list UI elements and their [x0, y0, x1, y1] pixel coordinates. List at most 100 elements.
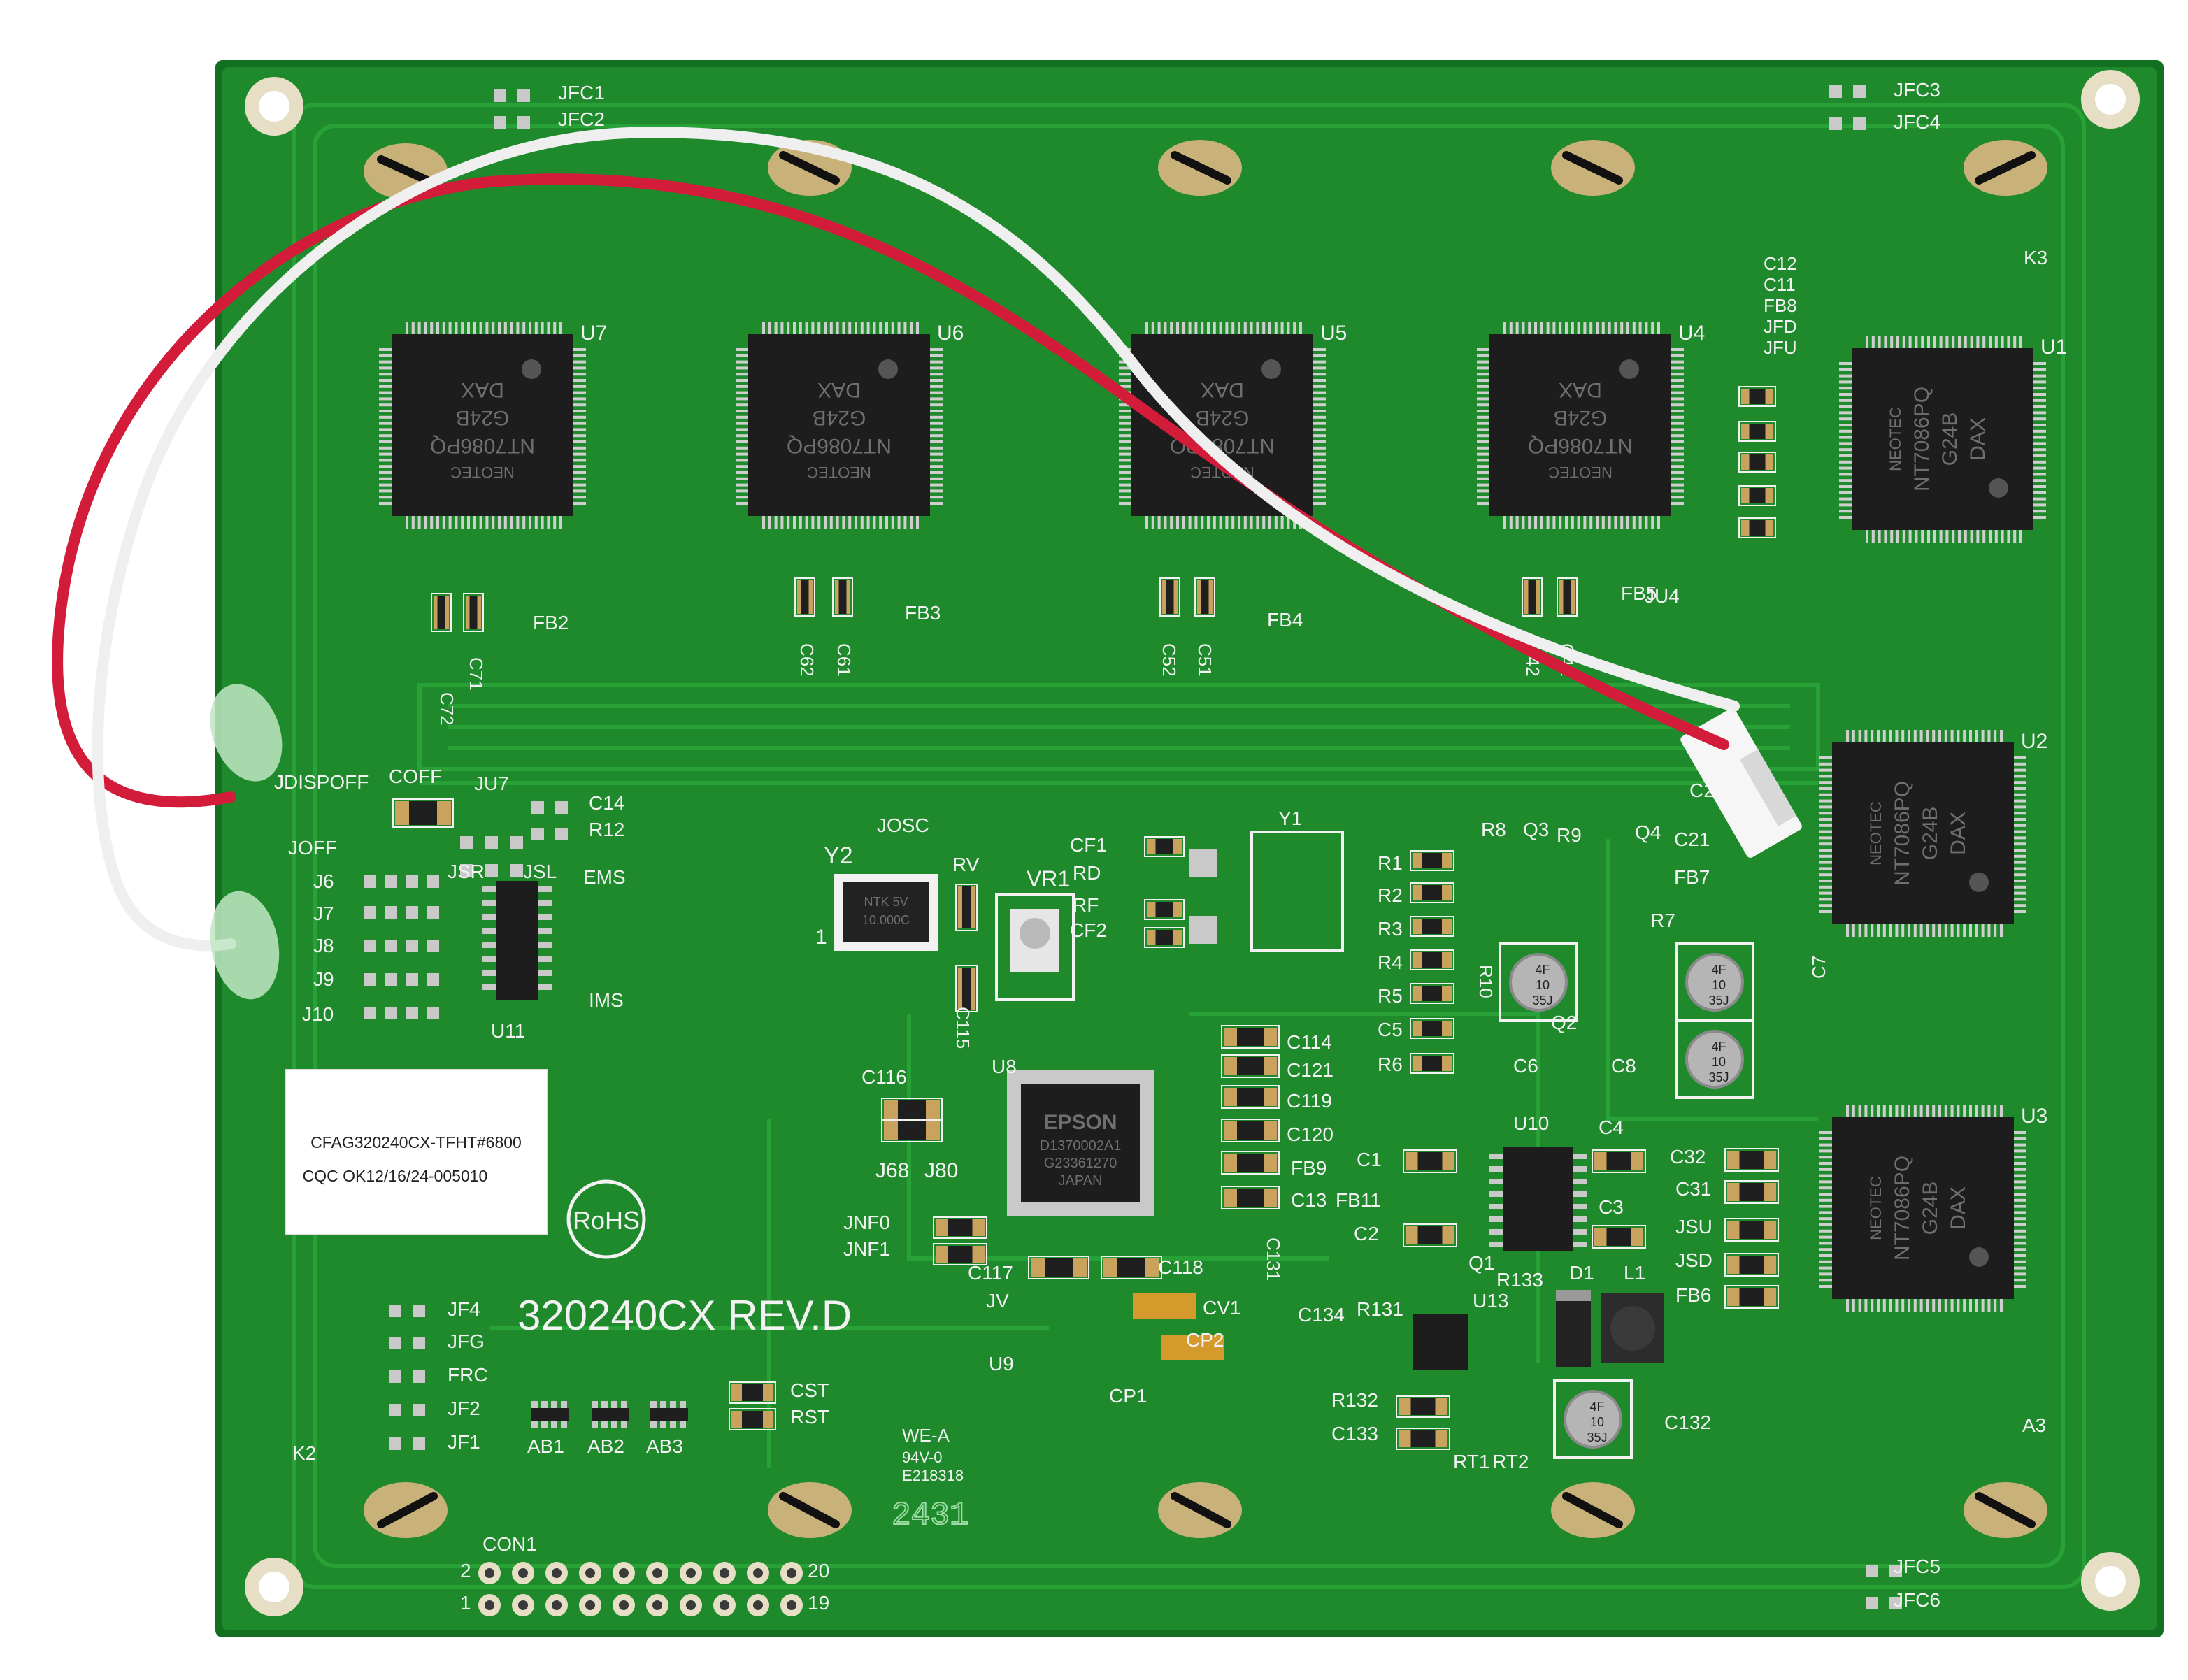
pad: [485, 864, 498, 877]
driver-chip-marking: NEOTEC: [1867, 1176, 1885, 1240]
label-c114: C114: [1287, 1031, 1332, 1053]
pad: [517, 116, 530, 129]
label-c118: C118: [1158, 1256, 1203, 1278]
driver-chip-ref: U2: [2021, 730, 2047, 753]
label-c8: C8: [1611, 1055, 1636, 1077]
label-c21: C21: [1674, 828, 1710, 850]
label-c134: C134: [1298, 1304, 1345, 1326]
smd-part: [1410, 1018, 1454, 1039]
con1-pin-19: 19: [808, 1592, 829, 1614]
smd-part: [1738, 386, 1776, 407]
controller-brand: EPSON: [1043, 1111, 1117, 1134]
driver-chip-ref: U4: [1678, 322, 1705, 345]
label-c13: C13: [1291, 1189, 1327, 1211]
driver-chip-marking: NEOTEC: [1867, 801, 1885, 866]
pad: [1853, 117, 1866, 130]
pad: [1889, 1565, 1902, 1577]
cap-marking: 35J: [1532, 993, 1552, 1007]
smd-part: [1159, 577, 1180, 617]
label-fb8: FB8: [1764, 295, 1797, 316]
label-c132: C132: [1664, 1412, 1711, 1433]
driver-chip-marking: G24B: [1554, 406, 1608, 429]
driver-chip-marking: DAX: [1947, 812, 1970, 855]
label-c133: C133: [1331, 1423, 1378, 1444]
driver-chip-marking: DAX: [461, 378, 504, 401]
label-cst: CST: [790, 1379, 829, 1401]
driver-chip-marking: NT7086PQ: [1528, 434, 1633, 457]
label-r2: R2: [1378, 884, 1403, 906]
con1-pin-2: 2: [460, 1560, 471, 1581]
label-j80: J80: [924, 1159, 958, 1182]
jst-connector: [1680, 708, 1802, 858]
driver-chip-marking: NT7086PQ: [430, 434, 535, 457]
label-jfc6: JFC6: [1894, 1589, 1940, 1611]
pad: [385, 1007, 397, 1019]
label-c119: C119: [1287, 1090, 1332, 1112]
tantalum-cap: [1161, 1335, 1224, 1360]
label-c11: C11: [1764, 274, 1796, 295]
controller-line2: G23361270: [1044, 1156, 1117, 1171]
label-y1: Y1: [1278, 807, 1302, 829]
label-q2: Q2: [1551, 1012, 1577, 1033]
driver-chip-ref: U6: [937, 322, 964, 345]
manufacturer-mark: WE-A: [902, 1425, 950, 1446]
label-r8: R8: [1481, 819, 1506, 840]
pad: [385, 906, 397, 919]
controller-chip: EPSON D1370002A1 G23361270 JAPAN U8: [992, 1056, 1154, 1216]
label-jsr: JSR: [448, 861, 485, 882]
driver-chip-body: [1832, 1117, 2014, 1299]
smd-part: [1403, 1149, 1457, 1173]
label-ims: IMS: [589, 989, 624, 1011]
label-c12: C12: [1764, 253, 1797, 274]
con1-label: CON1: [482, 1533, 537, 1555]
smd-part: [1221, 1054, 1280, 1078]
label-jsu: JSU: [1675, 1216, 1712, 1237]
pad: [406, 906, 418, 919]
pad: [485, 836, 498, 849]
cable-wires: [52, 127, 1740, 1000]
smd-part: [1724, 1285, 1779, 1309]
label-c6: C6: [1513, 1055, 1538, 1077]
label-c115: C115: [952, 1007, 973, 1049]
label-jfc1: JFC1: [558, 82, 605, 103]
smd-part: [794, 577, 815, 617]
label-cf1: CF1: [1070, 834, 1107, 856]
controller-line3: JAPAN: [1059, 1173, 1103, 1189]
label-rt1: RT1: [1453, 1451, 1489, 1472]
label-a3: A3: [2022, 1414, 2046, 1436]
cap-marking: 35J: [1708, 1070, 1729, 1084]
label-jsl: JSL: [523, 861, 557, 882]
u8-label: U8: [992, 1056, 1017, 1077]
pad: [1829, 117, 1842, 130]
pad: [364, 973, 376, 986]
pad: [427, 940, 439, 952]
label-u13: U13: [1473, 1290, 1508, 1312]
pad: [1189, 849, 1217, 877]
smd-part: [1724, 1218, 1779, 1242]
label-fb7: FB7: [1674, 866, 1710, 888]
label-c4: C4: [1599, 1117, 1624, 1138]
label-l1: L1: [1624, 1262, 1645, 1284]
label-r133: R133: [1496, 1269, 1543, 1291]
con1-pin-1: 1: [460, 1592, 471, 1614]
cap-marking: 10: [1590, 1415, 1604, 1429]
label-j68: J68: [875, 1159, 909, 1182]
label-c72: C72: [436, 692, 457, 726]
label-jfc5: JFC5: [1894, 1556, 1940, 1577]
smd-part: [431, 593, 452, 632]
label-ju4: JU4: [1645, 585, 1680, 607]
label-ju7: JU7: [474, 773, 509, 794]
pad: [1866, 1597, 1878, 1609]
pad: [460, 836, 473, 849]
label-c61: C61: [834, 643, 855, 677]
driver-chip-marking: NEOTEC: [1548, 464, 1613, 481]
cap-marking: 10: [1712, 978, 1726, 992]
resistor-array: [592, 1408, 629, 1421]
pad: [517, 89, 530, 102]
pad: [385, 973, 397, 986]
label-ab3: AB3: [646, 1435, 683, 1457]
cap-marking: 4F: [1711, 963, 1726, 977]
smd-part: [1592, 1149, 1646, 1173]
